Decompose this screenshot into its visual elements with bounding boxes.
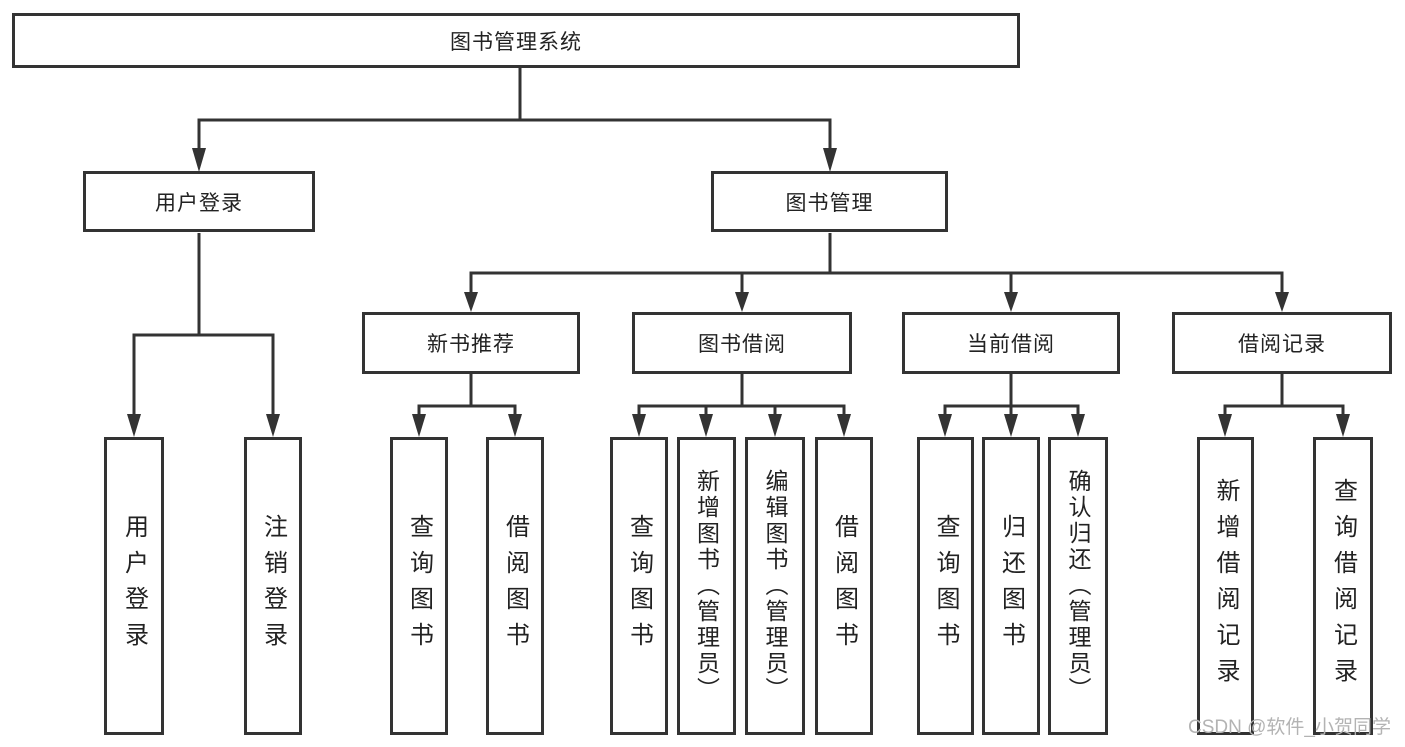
arrow-down-icon [1004,292,1018,312]
leaf-user-login: 用户登录 [104,437,164,735]
connector-root-to-level1 [197,68,832,150]
node-library-management-system: 图书管理系统 [12,13,1020,68]
arrow-down-icon [768,414,782,437]
node-current-borrowing: 当前借阅 [902,312,1120,374]
leaf-query-books-current: 查询图书 [917,437,974,735]
arrow-down-icon [735,292,749,312]
node-book-borrowing: 图书借阅 [632,312,852,374]
connector-user-login-to-leaves [132,233,275,417]
node-borrowing-records: 借阅记录 [1172,312,1392,374]
leaf-logout-login: 注销登录 [244,437,302,735]
leaf-return-books: 归还图书 [982,437,1040,735]
arrow-down-icon [192,148,206,172]
node-user-login: 用户登录 [83,171,315,232]
arrow-down-icon [632,414,646,437]
leaf-add-borrow-record: 新增借阅记录 [1197,437,1254,735]
connector-book-borrow-to-leaves [637,374,846,417]
arrow-down-icon [823,148,837,172]
node-book-management: 图书管理 [711,171,948,232]
leaf-borrow-books-recommend: 借阅图书 [486,437,544,735]
leaf-borrow-books-borrowing: 借阅图书 [815,437,873,735]
arrow-down-icon [1218,414,1232,437]
arrow-down-icon [127,414,141,437]
arrow-down-icon [1071,414,1085,437]
connector-borrow-records-to-leaves [1223,374,1345,417]
arrow-down-icon [464,292,478,312]
leaf-query-books-recommend: 查询图书 [390,437,448,735]
arrowheads [127,148,1350,437]
arrow-down-icon [412,414,426,437]
arrow-down-icon [508,414,522,437]
leaf-query-books-borrowing: 查询图书 [610,437,668,735]
arrow-down-icon [837,414,851,437]
arrow-down-icon [699,414,713,437]
watermark: CSDN @软件_小贺同学 [1188,717,1391,738]
connector-new-book-rec-to-leaves [417,374,517,417]
node-new-book-recommendation: 新书推荐 [362,312,580,374]
leaf-query-borrow-record: 查询借阅记录 [1313,437,1373,735]
leaf-edit-books-admin: 编辑图书（管理员） [745,437,805,735]
arrow-down-icon [266,414,280,437]
leaf-add-books-admin: 新增图书（管理员） [677,437,736,735]
arrow-down-icon [1004,414,1018,437]
arrow-down-icon [938,414,952,437]
leaf-confirm-return-admin: 确认归还（管理员） [1048,437,1108,735]
connector-current-borrow-to-leaves [943,374,1080,417]
connector-book-mgmt-to-level2 [469,233,1284,294]
arrow-down-icon [1336,414,1350,437]
arrow-down-icon [1275,292,1289,312]
